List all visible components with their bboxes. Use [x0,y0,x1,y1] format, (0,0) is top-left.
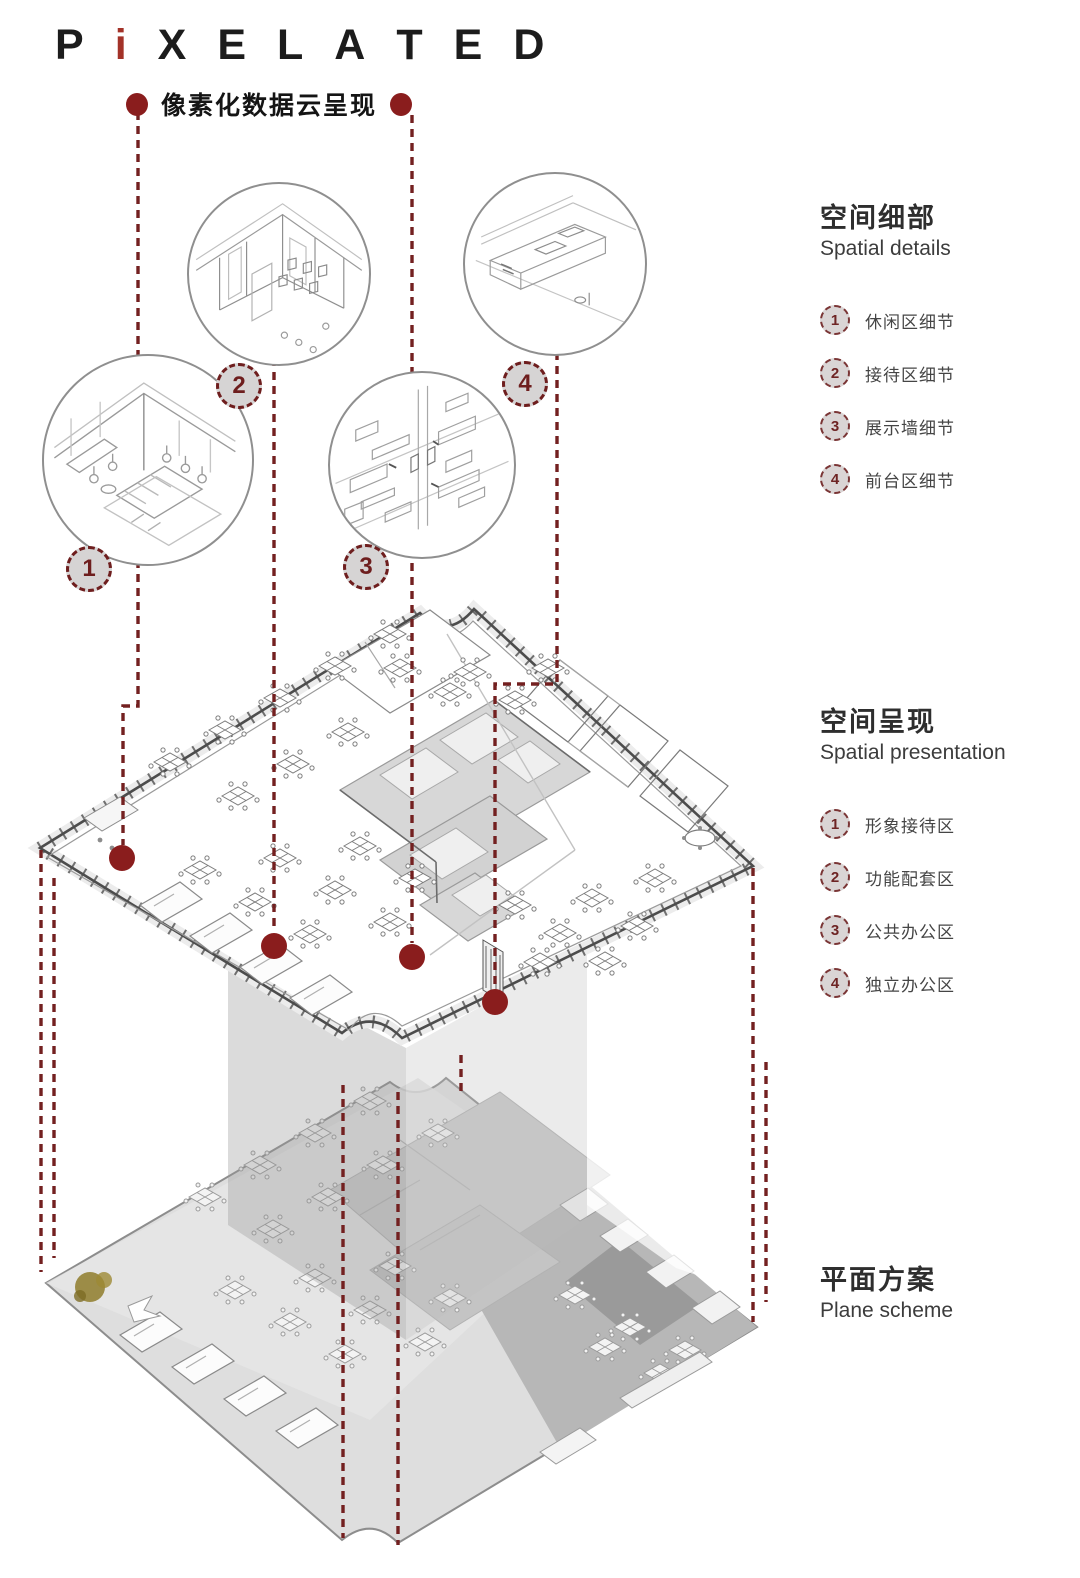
red-dot-icon [390,92,413,116]
plane-scheme-heading-zh: 平面方案 [820,1265,936,1295]
item-badge: 4 [820,464,850,494]
item-label: 展示墙细节 [865,418,955,438]
display-wall-sketch [335,385,509,538]
subtitle-text: 像素化数据云呈现 [161,92,378,120]
title-letter: E [217,21,247,69]
list-item: 2 接待区细节 [820,358,1070,388]
list-item: 1 休闲区细节 [820,305,1070,335]
title-letter-accent: i [114,21,127,69]
title-letter: D [513,21,545,69]
red-dot-icon [126,92,148,116]
panel-plane-scheme: 平面方案 Plane scheme [820,1258,1070,1323]
page-title: P i X E L A T E D [55,24,544,67]
detail-circle-display-wall [328,371,516,559]
subtitle-row: 像素化数据云呈现 [126,86,413,122]
item-badge: 4 [820,968,850,998]
item-badge: 1 [820,809,850,839]
item-badge: 3 [820,411,850,441]
list-item: 4 独立办公区 [820,968,1070,998]
spatial-presentation-heading-zh: 空间呈现 [820,707,936,737]
list-item: 3 公共办公区 [820,915,1070,945]
spatial-presentation-heading-en: Spatial presentation [820,741,1006,764]
list-item: 1 形象接待区 [820,809,1070,839]
leisure-sketch [54,382,236,547]
panel-spatial-details: 空间细部 Spatial details 1 休闲区细节 2 接待区细节 3 展… [820,196,1070,494]
item-badge: 1 [820,305,850,335]
floor-plan [44,1076,759,1545]
item-label: 功能配套区 [865,869,955,889]
axon-marker-dots [109,845,508,1015]
panel-spatial-presentation: 空间呈现 Spatial presentation 1 形象接待区 2 功能配套… [820,700,1070,998]
item-label: 接待区细节 [865,365,955,385]
item-badge: 2 [820,862,850,892]
list-item: 2 功能配套区 [820,862,1070,892]
title-letter: L [277,21,304,69]
item-label: 独立办公区 [865,975,955,995]
title-letter: T [396,21,423,69]
front-desk-sketch [475,195,637,328]
list-item: 3 展示墙细节 [820,411,1070,441]
title-letter: A [334,21,366,69]
title-letter: P [55,21,84,69]
callout-badge-2: 2 [216,363,262,409]
item-badge: 3 [820,915,850,945]
projection-prism [228,868,755,1340]
list-item: 4 前台区细节 [820,464,1070,494]
reception-sketch [195,203,363,354]
callout-badge-3: 3 [343,544,389,590]
plan-gold-planting [74,1272,112,1302]
item-label: 公共办公区 [865,922,955,942]
item-badge: 2 [820,358,850,388]
detail-circle-reception [187,182,371,366]
plane-scheme-heading-en: Plane scheme [820,1299,954,1322]
item-label: 前台区细节 [865,471,955,491]
callout-badge-4: 4 [502,361,548,407]
detail-circle-front-desk [463,172,647,356]
title-letter: X [157,21,187,69]
item-label: 形象接待区 [865,816,955,836]
callout-badge-1: 1 [66,546,112,592]
item-label: 休闲区细节 [865,312,955,332]
axon-floor [27,599,765,1046]
spatial-details-heading-en: Spatial details [820,237,951,260]
spatial-details-heading-zh: 空间细部 [820,203,936,233]
title-letter: E [453,21,483,69]
